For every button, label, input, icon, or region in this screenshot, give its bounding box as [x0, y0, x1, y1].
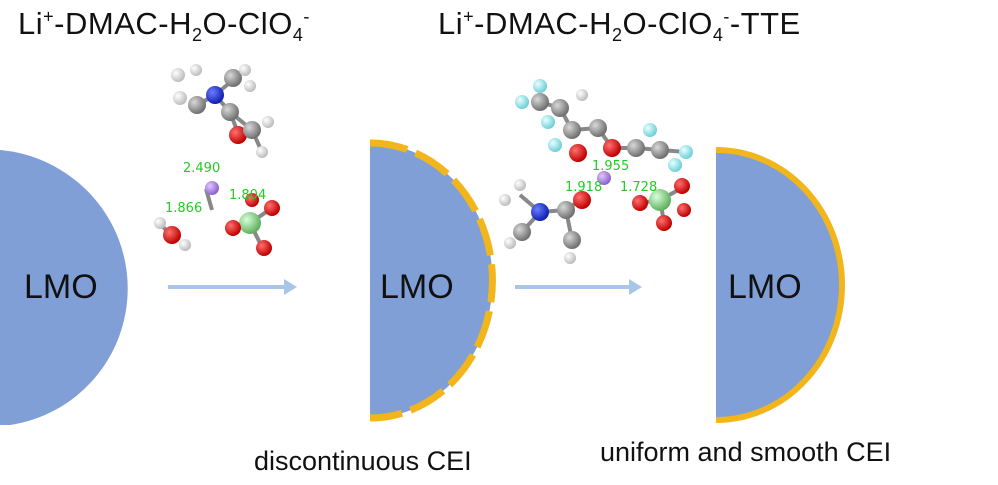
distance-label-6: 1.728: [620, 180, 657, 195]
distance-label-5: 1.918: [565, 180, 602, 195]
lmo-label-2: LMO: [380, 268, 454, 306]
distance-label-3: 1.804: [229, 188, 266, 203]
distance-label-4: 1.955: [592, 159, 629, 174]
caption-discontinuous: discontinuous CEI: [254, 446, 472, 476]
arrow-2: [515, 279, 642, 295]
arrow-1: [168, 279, 297, 295]
title-left: Li+-DMAC-H2O-ClO4-: [18, 6, 310, 46]
atoms-cluster-1: [154, 64, 280, 256]
title-right: Li+-DMAC-H2O-ClO4--TTE: [438, 6, 801, 46]
lmo-label-3: LMO: [728, 268, 802, 306]
lmo-label-1: LMO: [24, 268, 98, 306]
distance-label-2: 1.866: [165, 201, 202, 216]
cei-discontinuous: [369, 139, 496, 422]
distance-label-1: 2.490: [183, 161, 220, 176]
lmo-particle-2: [370, 143, 493, 418]
lmo-particle-1-shape: [0, 150, 128, 425]
caption-uniform: uniform and smooth CEI: [600, 437, 892, 467]
atoms-cluster-2: [499, 79, 693, 264]
lmo-particle-3: [716, 150, 842, 420]
cei-uniform: [715, 147, 845, 423]
